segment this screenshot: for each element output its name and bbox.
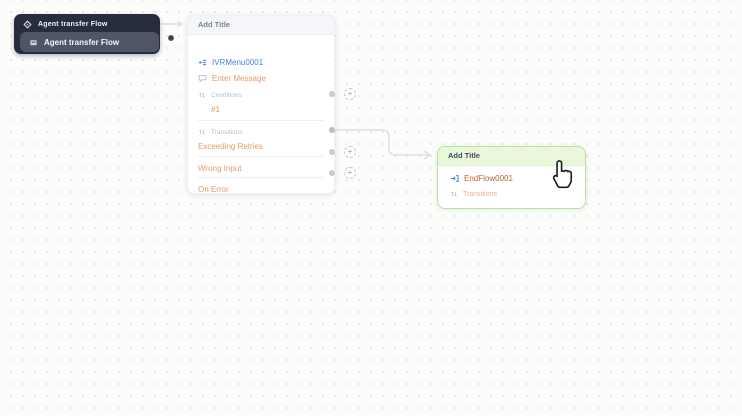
condition-1-output-port[interactable] bbox=[329, 91, 335, 97]
divider bbox=[198, 156, 324, 157]
divider bbox=[198, 120, 324, 121]
message-bubble-icon bbox=[198, 74, 207, 83]
conditions-icon bbox=[198, 91, 206, 99]
wrong-input-output-port[interactable] bbox=[329, 149, 335, 155]
condition-1-label: #1 bbox=[211, 104, 220, 114]
exceeding-retries-label: Exceeding Retries bbox=[198, 141, 263, 151]
agent-node-header: Agent transfer Flow bbox=[23, 18, 108, 30]
wrong-input-add-node-button[interactable]: + bbox=[344, 146, 356, 158]
transitions-icon bbox=[198, 128, 206, 136]
transition-on-error[interactable]: On Error bbox=[198, 184, 229, 194]
end-transitions-section-label: Transitions bbox=[450, 189, 497, 199]
end-flow-card[interactable]: Add Title EndFlow0001 Transitions bbox=[437, 146, 586, 209]
transition-exceeding-retries[interactable]: Exceeding Retries bbox=[198, 141, 263, 151]
ivr-menu-label: IVRMenu0001 bbox=[212, 57, 264, 67]
exceeding-retries-output-port[interactable] bbox=[329, 127, 335, 133]
transition-wrong-input[interactable]: Wrong Input bbox=[198, 163, 241, 173]
ivr-menu-icon bbox=[198, 58, 207, 67]
agent-node-output-port[interactable] bbox=[168, 35, 174, 41]
transitions-section-label: Transitions bbox=[198, 127, 243, 137]
ivr-card-title[interactable]: Add Title bbox=[188, 16, 334, 35]
ivr-menu-item[interactable]: IVRMenu0001 bbox=[198, 57, 263, 67]
end-flow-label: EndFlow0001 bbox=[464, 173, 513, 183]
wrong-input-label: Wrong Input bbox=[198, 163, 242, 173]
edge-exceeding-to-end[interactable] bbox=[335, 129, 432, 160]
module-icon bbox=[29, 38, 38, 47]
conditions-section-label: Conditions bbox=[198, 90, 242, 100]
end-card-title[interactable]: Add Title bbox=[438, 147, 585, 166]
on-error-add-node-button[interactable]: + bbox=[344, 167, 356, 179]
diamond-flow-icon bbox=[23, 19, 32, 29]
conditions-label: Conditions bbox=[211, 91, 242, 99]
end-flow-icon bbox=[450, 174, 459, 183]
condition-1-add-node-button[interactable]: + bbox=[344, 88, 356, 100]
on-error-label: On Error bbox=[198, 184, 229, 194]
agent-node-subtitle: Agent transfer Flow bbox=[44, 37, 120, 47]
agent-node-subnode[interactable]: Agent transfer Flow bbox=[20, 32, 159, 52]
end-transitions-label: Transitions bbox=[463, 190, 497, 198]
divider bbox=[198, 177, 324, 178]
ivr-menu-card[interactable]: Add Title IVRMenu0001 Enter Message Cond… bbox=[187, 15, 335, 194]
edge-agent-to-ivr bbox=[161, 20, 184, 28]
enter-message-label: Enter Message bbox=[212, 73, 266, 83]
enter-message-item[interactable]: Enter Message bbox=[198, 73, 266, 83]
end-flow-item[interactable]: EndFlow0001 bbox=[450, 173, 513, 183]
condition-1-item[interactable]: #1 bbox=[211, 104, 220, 114]
transitions-label: Transitions bbox=[211, 128, 243, 136]
on-error-output-port[interactable] bbox=[329, 170, 335, 176]
agent-node-title: Agent transfer Flow bbox=[38, 20, 108, 28]
agent-transfer-node[interactable]: Agent transfer Flow Agent transfer Flow bbox=[14, 14, 174, 54]
transitions-icon bbox=[450, 190, 458, 198]
